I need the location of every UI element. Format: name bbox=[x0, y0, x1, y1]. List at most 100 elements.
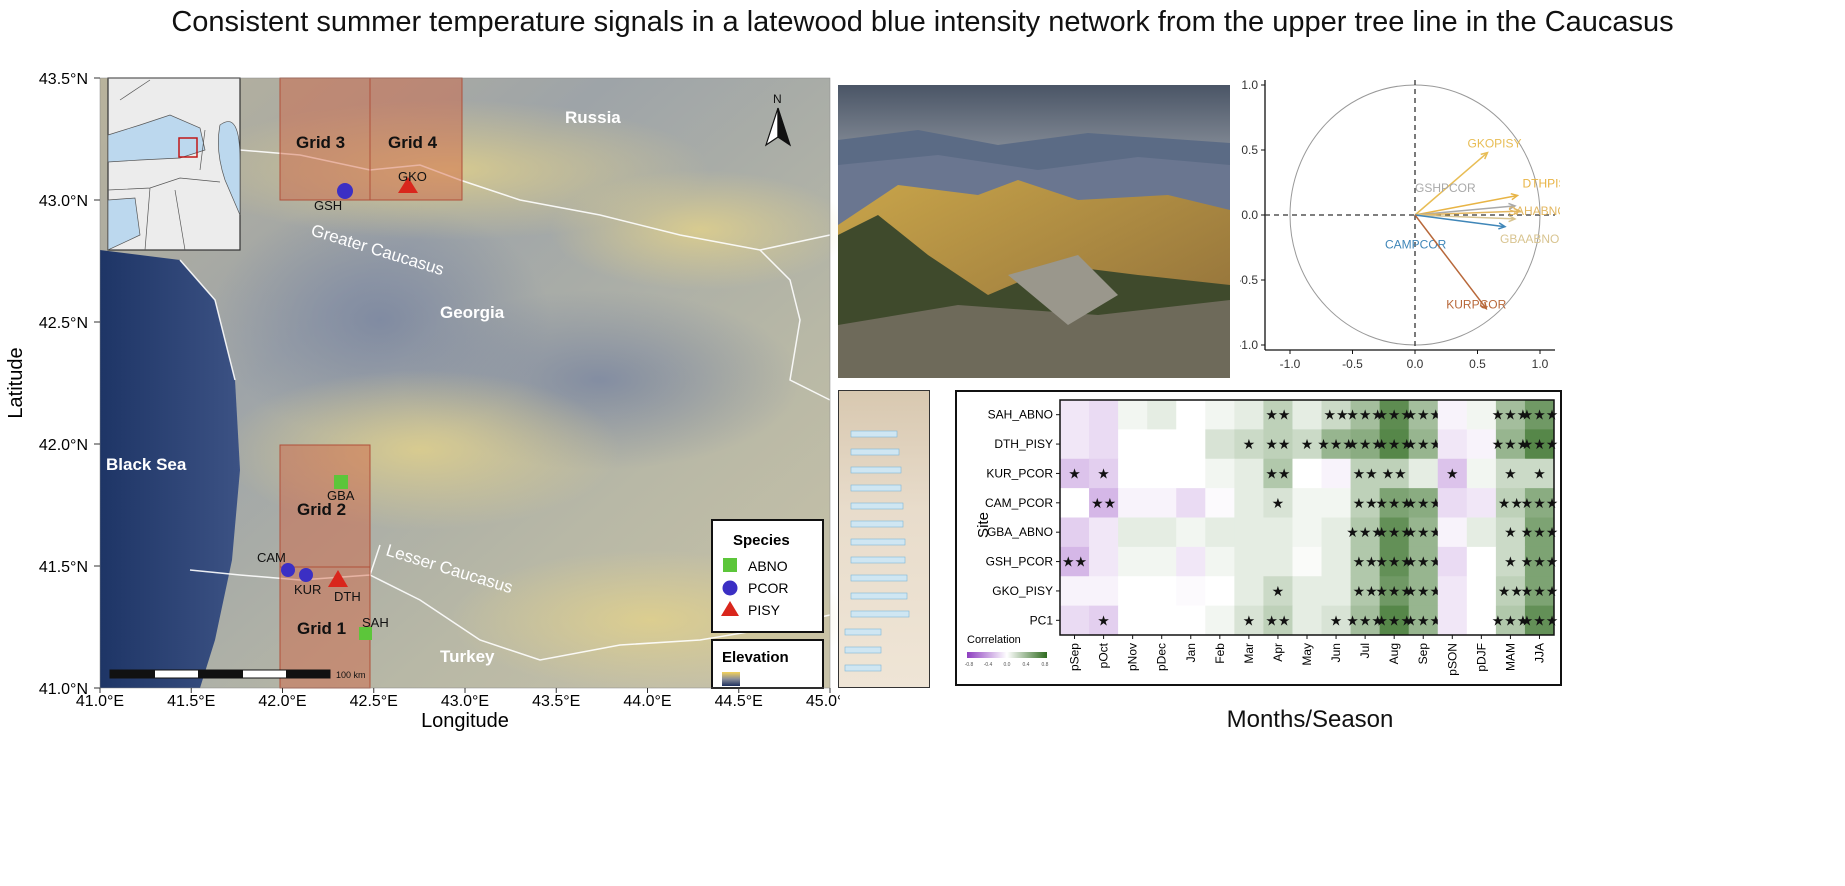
pca-loading-arrow bbox=[1414, 205, 1516, 216]
heatmap-cell bbox=[1350, 546, 1381, 577]
heatmap-cell bbox=[1524, 458, 1555, 489]
heatmap-cell bbox=[1350, 458, 1381, 489]
lat-tick-label: 42.0°N bbox=[39, 437, 88, 454]
heatmap-col-label: pSep bbox=[1068, 643, 1082, 671]
heatmap-cell bbox=[1118, 576, 1148, 607]
heatmap-cell bbox=[1263, 429, 1293, 460]
heatmap-cell bbox=[1147, 605, 1177, 636]
pca-y-tick: -1.0 bbox=[1240, 338, 1258, 352]
heatmap-cell bbox=[1408, 517, 1439, 548]
heatmap-cell bbox=[1205, 605, 1235, 636]
region-russia: Russia bbox=[565, 108, 621, 127]
significance-stars: ★★★ bbox=[1404, 436, 1442, 452]
pca-y-tick: 0.5 bbox=[1241, 143, 1258, 157]
pca-loading-label: DTHPISY bbox=[1523, 177, 1561, 191]
pca-y-tick: 1.0 bbox=[1241, 78, 1258, 92]
heatmap-col-label: May bbox=[1300, 643, 1314, 666]
heatmap-cell bbox=[1524, 400, 1555, 430]
heatmap-cell bbox=[1321, 605, 1352, 636]
pca-x-tick: 0.0 bbox=[1407, 357, 1424, 371]
pca-loading-arrow bbox=[1414, 214, 1516, 220]
svg-text:ABNO: ABNO bbox=[748, 558, 788, 574]
significance-stars: ★★★ bbox=[1492, 612, 1530, 628]
heatmap-cell bbox=[1205, 429, 1235, 460]
lat-tick-label: 41.5°N bbox=[39, 559, 88, 576]
heatmap-cell bbox=[1495, 488, 1526, 518]
heatmap-cell bbox=[1350, 517, 1381, 548]
heatmap-cell bbox=[1379, 458, 1410, 489]
heatmap-col-label: Aug bbox=[1387, 643, 1401, 664]
significance-stars: ★ bbox=[1097, 612, 1110, 628]
significance-stars: ★ bbox=[1272, 495, 1285, 511]
heatmap-cell bbox=[1321, 517, 1352, 548]
pca-loading-arrow bbox=[1414, 194, 1518, 216]
colorbar-tick: 0.0 bbox=[1004, 662, 1011, 668]
significance-stars: ★★ bbox=[1498, 495, 1523, 511]
significance-stars: ★★★ bbox=[1375, 436, 1413, 452]
map-y-axis-label: Latitude bbox=[5, 347, 27, 418]
significance-stars: ★★★ bbox=[1521, 612, 1559, 628]
heatmap-cell bbox=[1408, 576, 1439, 607]
significance-stars: ★★★ bbox=[1346, 407, 1384, 423]
significance-stars: ★★★ bbox=[1404, 407, 1442, 423]
heatmap-cell bbox=[1437, 605, 1468, 636]
heatmap-cell bbox=[1147, 429, 1177, 460]
lon-tick-label: 44.5°E bbox=[715, 693, 763, 710]
heatmap-col-label: JJA bbox=[1532, 643, 1546, 663]
colorbar-tick: 0.8 bbox=[1042, 662, 1049, 668]
significance-stars: ★★★ bbox=[1375, 495, 1413, 511]
heatmap-col-label: Apr bbox=[1271, 643, 1285, 662]
svg-text:Species: Species bbox=[733, 532, 790, 549]
heatmap-cell bbox=[1089, 429, 1119, 460]
heatmap-col-label: pSON bbox=[1445, 643, 1459, 676]
heatmap-cell bbox=[1234, 546, 1264, 577]
heatmap-cell bbox=[1408, 458, 1439, 489]
colorbar bbox=[967, 652, 1047, 658]
region-georgia: Georgia bbox=[440, 303, 505, 322]
pca-loading-arrow bbox=[1414, 210, 1521, 216]
heatmap-cell bbox=[1408, 605, 1439, 636]
heatmap-cell bbox=[1495, 400, 1526, 430]
heatmap-cell bbox=[1437, 546, 1468, 577]
heatmap-cell bbox=[1147, 458, 1177, 489]
heatmap-cell bbox=[1263, 488, 1293, 518]
significance-stars: ★ bbox=[1068, 465, 1081, 481]
heatmap-cell bbox=[1205, 400, 1235, 430]
significance-stars: ★★★ bbox=[1404, 495, 1442, 511]
heatmap-cell bbox=[1437, 400, 1468, 430]
pca-loading-label: SAHABNO bbox=[1508, 204, 1560, 218]
heatmap-cell bbox=[1466, 517, 1497, 548]
heatmap-col-label: Feb bbox=[1213, 643, 1227, 664]
heatmap-cell bbox=[1205, 458, 1235, 489]
heatmap-cell bbox=[1321, 576, 1352, 607]
heatmap-cell bbox=[1495, 458, 1526, 489]
significance-stars: ★★ bbox=[1062, 554, 1087, 570]
significance-stars: ★★★ bbox=[1521, 495, 1559, 511]
heatmap-cell bbox=[1118, 605, 1148, 636]
significance-stars: ★★ bbox=[1353, 554, 1378, 570]
heatmap-cell bbox=[1524, 429, 1555, 460]
significance-stars: ★★ bbox=[1353, 495, 1378, 511]
lat-tick-label: 43.5°N bbox=[39, 71, 88, 88]
significance-stars: ★★★ bbox=[1404, 524, 1442, 540]
heatmap-cell bbox=[1408, 429, 1439, 460]
correlation-heatmap: ★★★★★★★★★★★★★★★★★★★★★★★★★★★★★★★★★★★★★★★★… bbox=[965, 399, 1559, 676]
lon-tick-label: 43.0°E bbox=[441, 693, 489, 710]
heatmap-cell bbox=[1379, 605, 1410, 636]
heatmap-cell bbox=[1379, 517, 1410, 548]
heatmap-cell bbox=[1292, 400, 1323, 430]
tree-line-landscape-photo bbox=[838, 85, 1230, 378]
heatmap-cell bbox=[1292, 546, 1323, 577]
pca-y-tick: 0.0 bbox=[1241, 208, 1258, 222]
significance-stars: ★★★ bbox=[1375, 612, 1413, 628]
heatmap-cell bbox=[1060, 488, 1090, 518]
heatmap-cell bbox=[1234, 429, 1264, 460]
heatmap-cell bbox=[1205, 488, 1235, 518]
north-arrow-icon: N bbox=[764, 92, 792, 147]
black-sea bbox=[100, 250, 240, 688]
significance-stars: ★ bbox=[1504, 554, 1517, 570]
heatmap-cell bbox=[1118, 517, 1148, 548]
heatmap-cell bbox=[1089, 458, 1119, 489]
heatmap-cell bbox=[1263, 458, 1293, 489]
heatmap-cell bbox=[1089, 546, 1119, 577]
